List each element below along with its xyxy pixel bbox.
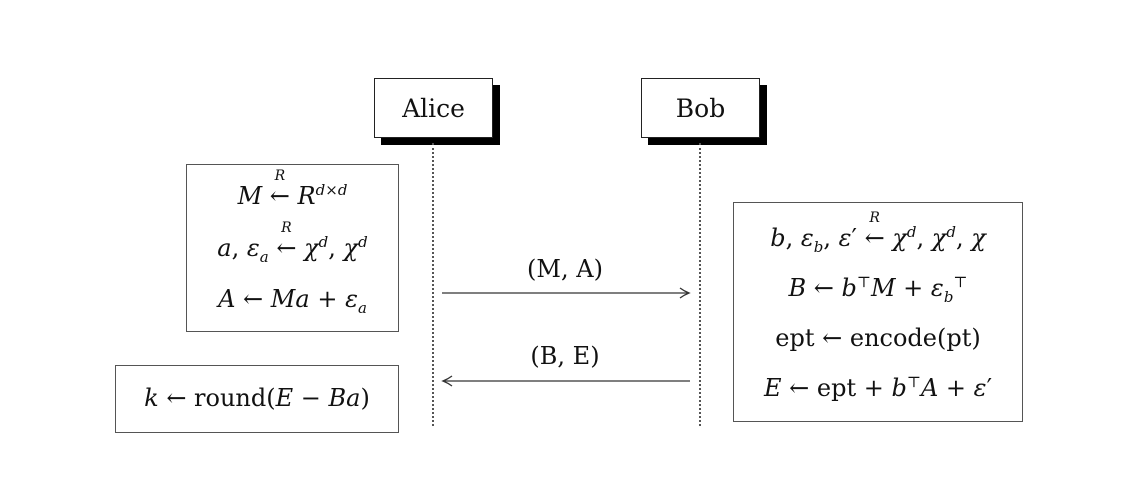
bob-line-1: b, εb, ε′ ←R χd, χd, χ: [770, 210, 986, 256]
alice-line-1: M ←R Rd×d: [237, 168, 348, 210]
bob-line-4: E ← ept + b⊤A + ε′: [763, 373, 993, 402]
alice-participant-box: Alice: [374, 78, 493, 138]
alice-computation-box: M ←R Rd×d a, εa ←R χd, χd A ← Ma + εa: [186, 164, 399, 332]
arrow-bob-to-alice: [441, 375, 690, 387]
alice-result-box: k ← round(E − Ba): [115, 365, 399, 433]
alice-line-2: a, εa ←R χd, χd: [217, 220, 368, 266]
alice-lifeline: [432, 143, 434, 426]
bob-participant-box: Bob: [641, 78, 760, 138]
message-to-alice-label: (B, E): [530, 342, 600, 370]
alice-result-line: k ← round(E − Ba): [144, 384, 370, 412]
arrow-alice-to-bob: [442, 287, 691, 299]
alice-line-3: A ← Ma + εa: [218, 285, 367, 317]
bob-computation-box: b, εb, ε′ ←R χd, χd, χ B ← b⊤M + εb⊤ ept…: [733, 202, 1023, 422]
bob-line-3: ept ← encode(pt): [775, 324, 981, 352]
bob-label: Bob: [675, 93, 726, 123]
bob-line-2: B ← b⊤M + εb⊤: [788, 273, 968, 306]
message-to-bob-label: (M, A): [527, 255, 603, 283]
alice-label: Alice: [402, 93, 465, 123]
bob-lifeline: [699, 143, 701, 426]
